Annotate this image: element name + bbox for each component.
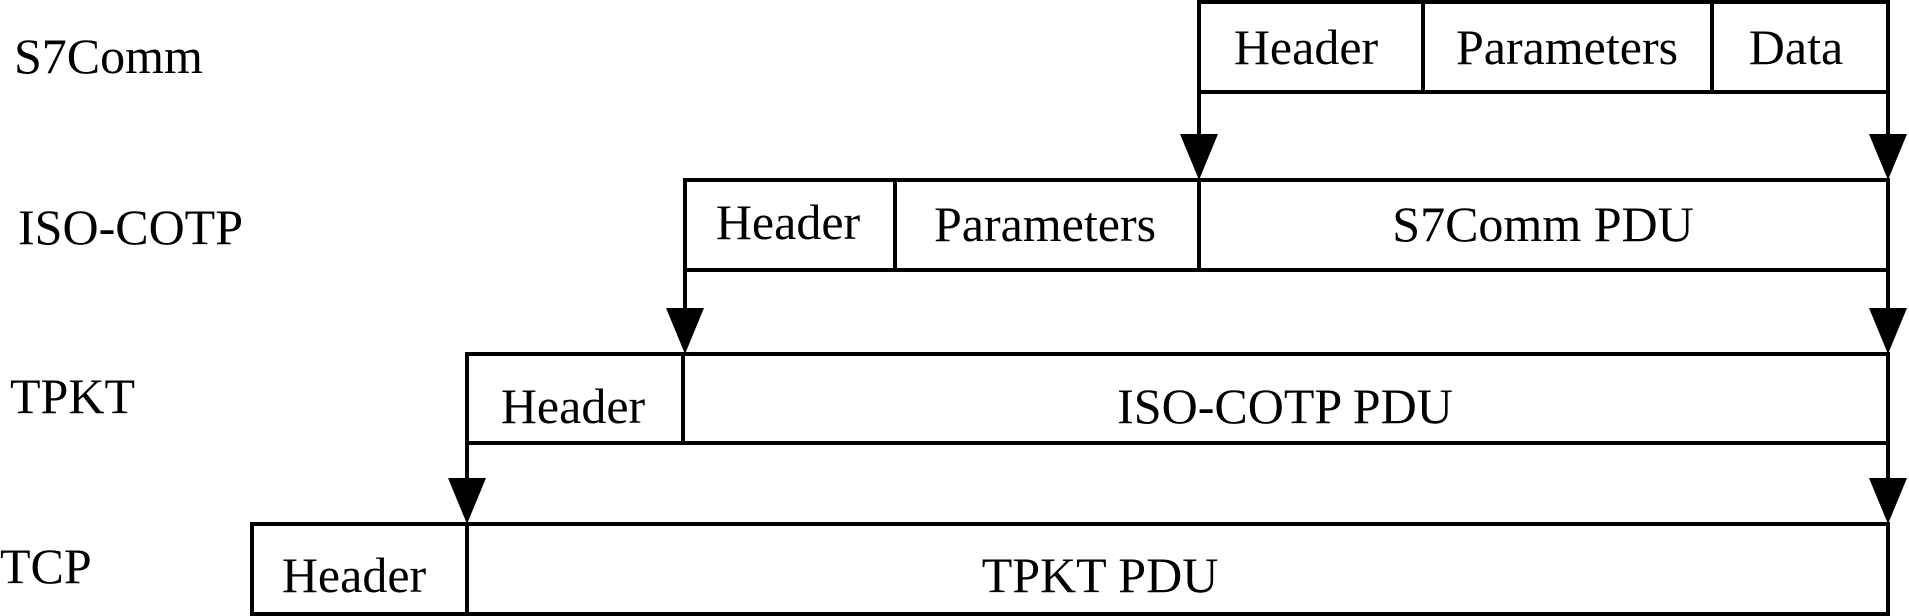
arrowhead-cotp-right xyxy=(1869,308,1907,354)
iso-cotp-frame xyxy=(683,178,1890,272)
arrowhead-s7comm-right xyxy=(1869,134,1907,180)
layer-label-s7comm: S7Comm xyxy=(14,28,203,84)
arrowhead-tpkt-left xyxy=(448,478,486,524)
tcp-payload-field: TPKT PDU xyxy=(982,547,1219,603)
iso-cotp-payload-field: S7Comm PDU xyxy=(1392,196,1693,252)
row-s7comm: Header Parameters Data xyxy=(1197,0,1890,94)
tpkt-payload-field: ISO-COTP PDU xyxy=(1117,378,1453,434)
layer-label-iso-cotp: ISO-COTP xyxy=(18,199,243,255)
iso-cotp-parameters-field: Parameters xyxy=(934,196,1156,252)
s7comm-header-field: Header xyxy=(1234,19,1379,75)
row-tcp: Header TPKT PDU xyxy=(250,522,1890,616)
s7comm-data-field: Data xyxy=(1749,19,1843,75)
arrowhead-tpkt-right xyxy=(1869,478,1907,524)
tcp-frame xyxy=(250,522,1890,616)
s7comm-parameters-field: Parameters xyxy=(1456,19,1678,75)
row-iso-cotp: Header Parameters S7Comm PDU xyxy=(683,178,1890,272)
row-tpkt: Header ISO-COTP PDU xyxy=(465,352,1890,445)
tpkt-frame xyxy=(465,352,1890,445)
s7comm-frame xyxy=(1197,0,1890,94)
arrowhead-s7comm-left xyxy=(1180,134,1218,180)
iso-cotp-header-field: Header xyxy=(716,194,861,250)
arrowheads xyxy=(448,134,1907,524)
tcp-header-field: Header xyxy=(282,547,427,603)
tpkt-header-field: Header xyxy=(501,378,646,434)
arrowhead-cotp-left xyxy=(666,308,704,354)
layer-label-tcp: TCP xyxy=(0,538,92,594)
layer-label-tpkt: TPKT xyxy=(10,368,135,424)
